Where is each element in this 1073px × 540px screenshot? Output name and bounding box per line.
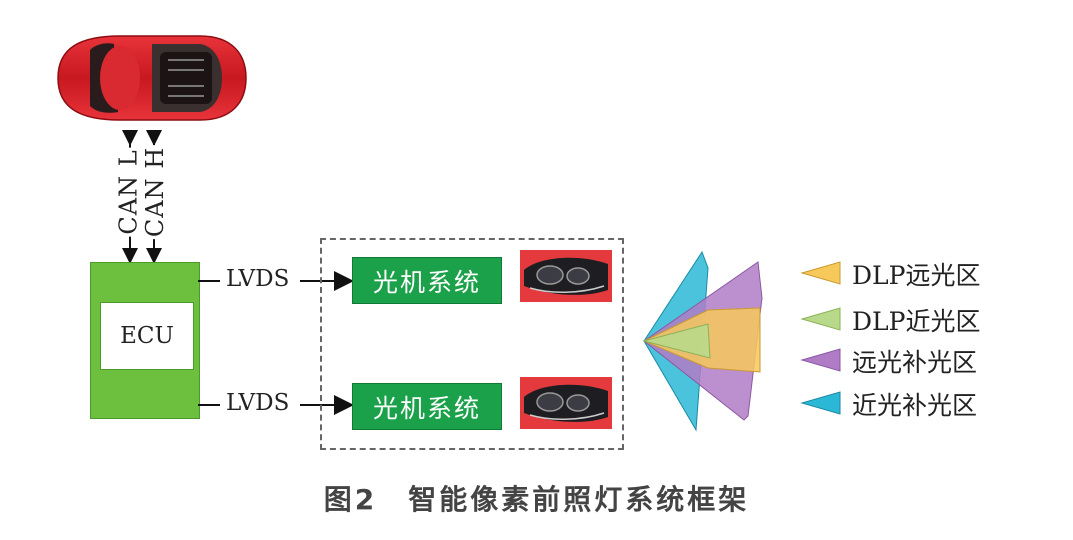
can-l-label: CAN L bbox=[114, 147, 143, 237]
ecu-label: ECU bbox=[100, 302, 194, 370]
legend-label-1: DLP近光区 bbox=[852, 307, 981, 336]
lvds-connectors bbox=[198, 271, 354, 415]
headlamp-image-bottom bbox=[520, 377, 612, 429]
optical-engine-bottom: 光机系统 bbox=[352, 383, 502, 430]
legend-label-0: DLP远光区 bbox=[852, 261, 981, 290]
optical-engine-top: 光机系统 bbox=[352, 257, 502, 304]
lvds-bottom-label: LVDS bbox=[226, 390, 290, 416]
light-distribution-zones bbox=[642, 250, 763, 432]
optical-module-frame bbox=[320, 238, 624, 450]
headlamp-image-top bbox=[520, 250, 612, 302]
figure-caption: 图2 智能像素前照灯系统框架 bbox=[323, 483, 750, 516]
legend-swatch-0 bbox=[800, 261, 841, 285]
car-top-view-image bbox=[57, 35, 247, 121]
can-h-label: CAN H bbox=[141, 144, 170, 240]
lvds-top-label: LVDS bbox=[226, 266, 290, 292]
legend-swatch-3 bbox=[800, 391, 841, 415]
legend-label-2: 远光补光区 bbox=[852, 348, 978, 377]
legend-swatch-1 bbox=[800, 307, 841, 331]
legend-label-3: 近光补光区 bbox=[852, 391, 978, 420]
zone-dlp-low-beam bbox=[642, 323, 711, 359]
legend-swatch-2 bbox=[800, 348, 841, 372]
